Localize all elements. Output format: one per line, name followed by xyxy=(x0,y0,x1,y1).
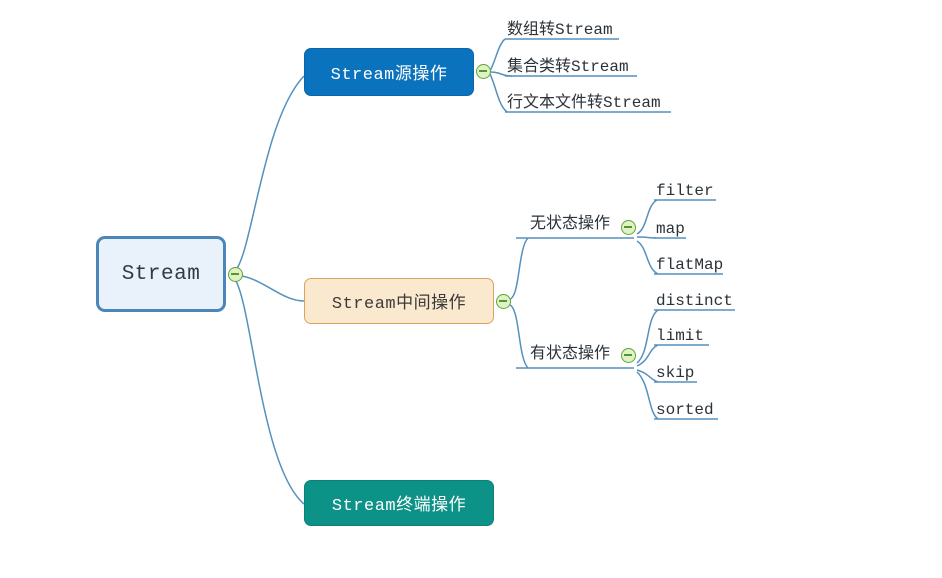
leaf-stateful-child-2[interactable]: skip xyxy=(656,364,695,382)
leaf-source-child-0[interactable]: 数组转Stream xyxy=(507,21,613,39)
leaf-source-child-2[interactable]: 行文本文件转Stream xyxy=(507,94,661,112)
edge-stateless-to-child-0 xyxy=(636,199,658,235)
edge-stateful-to-child-3 xyxy=(636,371,659,420)
edge-source-to-child-0 xyxy=(489,38,506,72)
root-node[interactable]: Stream xyxy=(96,236,226,312)
group-label-stateless[interactable]: 无状态操作 xyxy=(530,215,611,233)
branch-node-source[interactable]: Stream源操作 xyxy=(304,48,474,96)
edge-stateful-to-child-2 xyxy=(636,369,659,383)
edge-source-to-child-2 xyxy=(489,73,508,113)
collapse-toggle-middle[interactable] xyxy=(496,294,511,309)
leaf-stateless-child-1[interactable]: map xyxy=(656,220,685,238)
leaf-stateless-child-0[interactable]: filter xyxy=(656,182,714,200)
edge-root-to-terminal xyxy=(233,277,305,505)
branch-node-source-label: Stream源操作 xyxy=(330,66,448,85)
collapse-toggle-root[interactable] xyxy=(228,267,243,282)
edge-stateful-to-child-1 xyxy=(636,344,659,367)
edge-root-to-middle xyxy=(233,274,305,302)
branch-node-middle-label: Stream中间操作 xyxy=(331,295,467,314)
branch-node-middle[interactable]: Stream中间操作 xyxy=(304,278,494,324)
collapse-toggle-stateless[interactable] xyxy=(621,220,636,235)
branch-node-terminal-label: Stream终端操作 xyxy=(331,497,467,516)
leaf-stateless-child-2[interactable]: flatMap xyxy=(656,256,724,274)
leaf-stateful-child-3[interactable]: sorted xyxy=(656,401,714,419)
group-label-stateful[interactable]: 有状态操作 xyxy=(530,345,611,363)
edge-stateless-to-child-2 xyxy=(636,240,659,275)
collapse-toggle-stateful[interactable] xyxy=(621,348,636,363)
leaf-stateful-child-0[interactable]: distinct xyxy=(656,292,733,310)
collapse-toggle-source[interactable] xyxy=(476,64,491,79)
root-node-label: Stream xyxy=(121,262,201,286)
edge-root-to-source xyxy=(233,75,305,273)
branch-node-terminal[interactable]: Stream终端操作 xyxy=(304,480,494,526)
edge-stateless-to-child-1 xyxy=(636,236,657,239)
leaf-stateful-child-1[interactable]: limit xyxy=(656,327,705,345)
leaf-source-child-1[interactable]: 集合类转Stream xyxy=(507,58,629,76)
edge-middle-to-stateless xyxy=(509,237,529,300)
edge-middle-to-stateful xyxy=(509,304,529,369)
edge-stateful-to-child-0 xyxy=(636,309,659,364)
